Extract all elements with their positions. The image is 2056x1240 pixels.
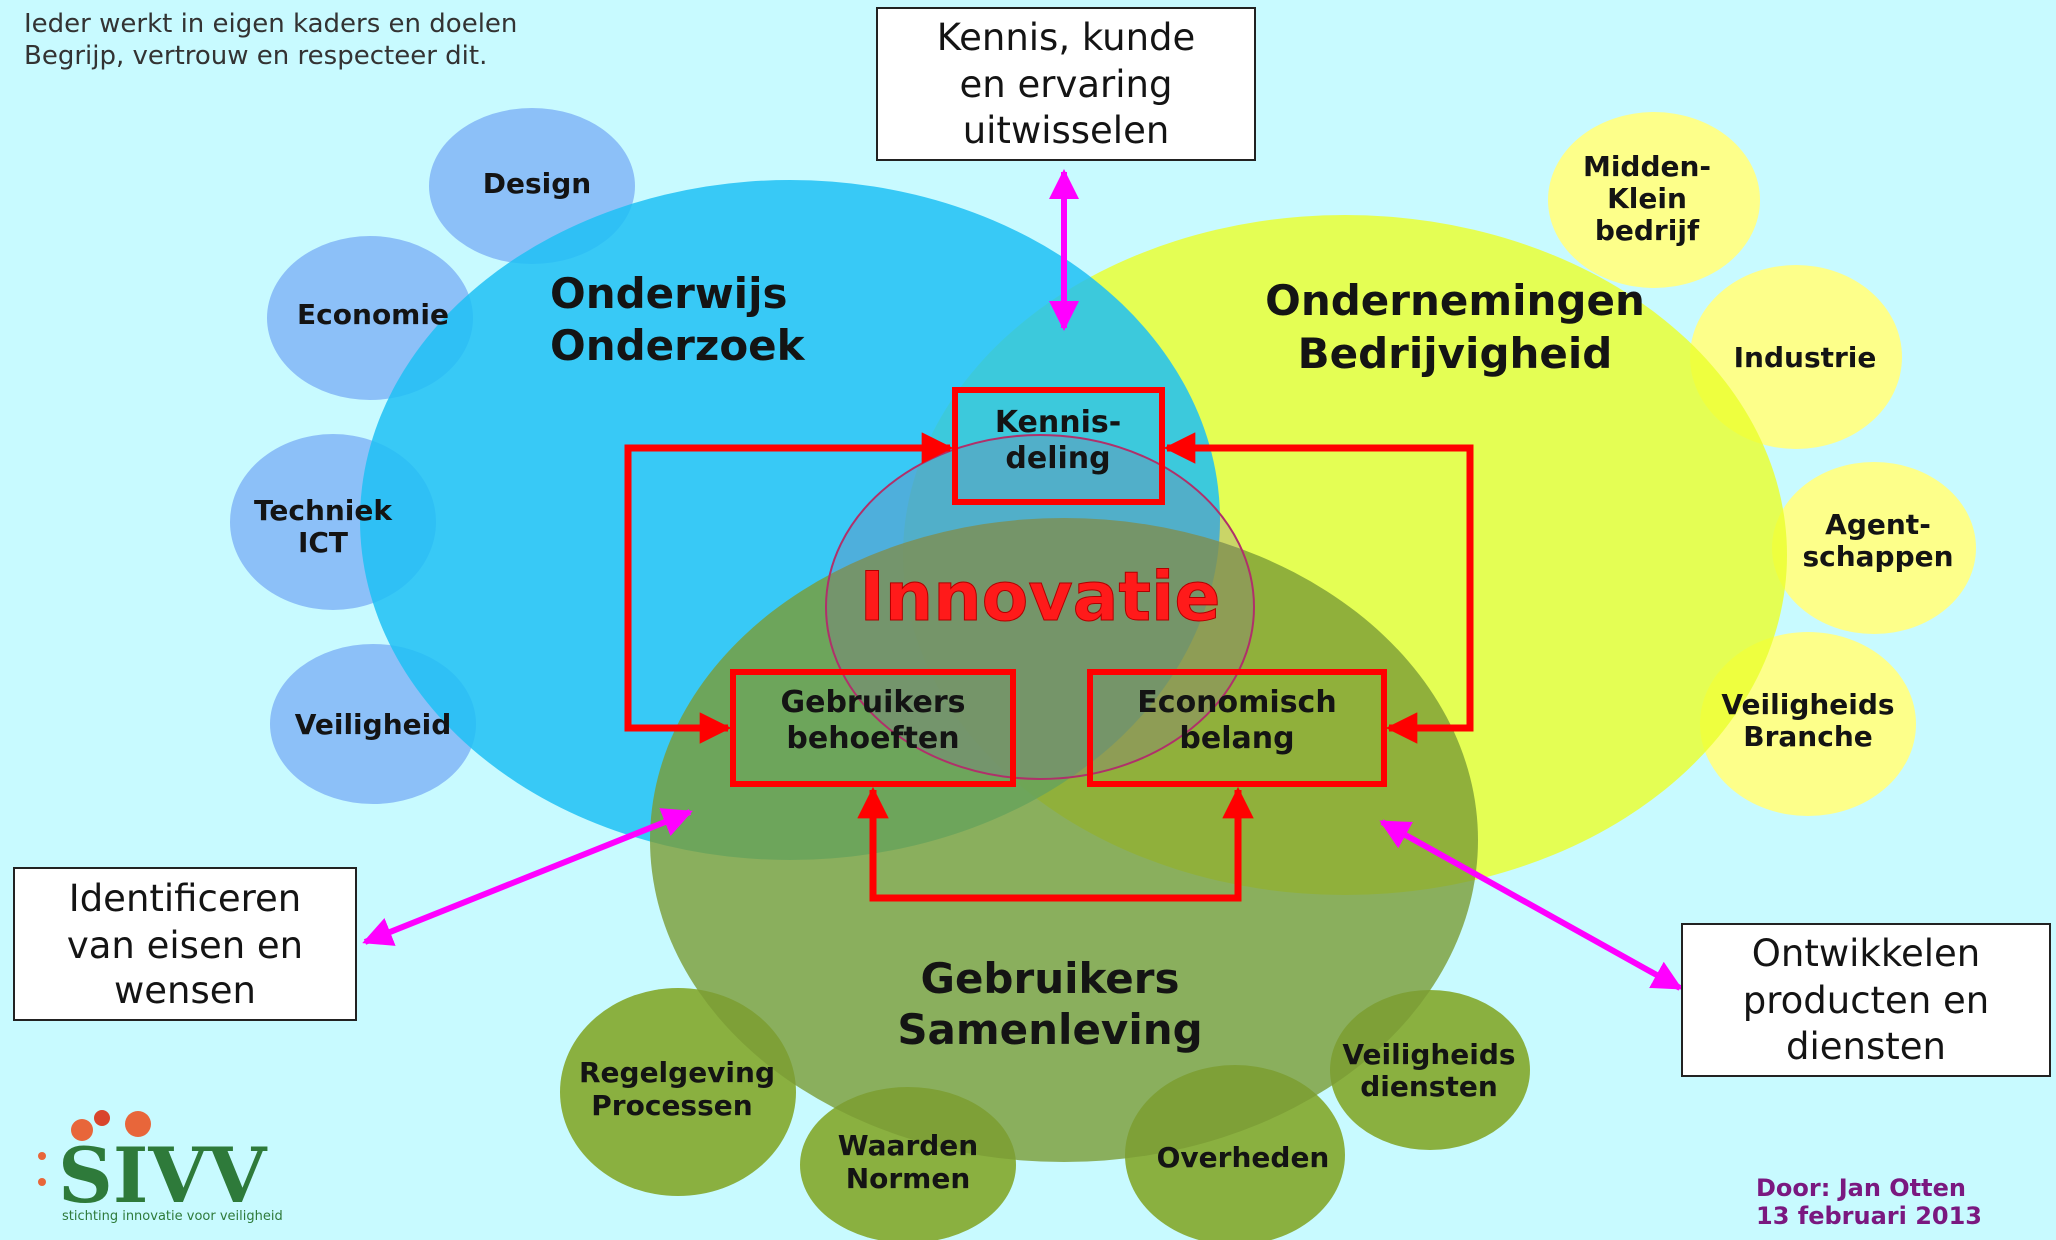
label-agent: Agent- — [1825, 508, 1931, 541]
arrow-left-callout — [362, 808, 693, 946]
callout-left-line1: Identificeren — [69, 877, 301, 920]
callout-right-line3: diensten — [1786, 1025, 1946, 1068]
callout-left-line3: wensen — [114, 969, 256, 1012]
label-veiligheids-branche-2: Branche — [1743, 720, 1873, 753]
label-design: Design — [483, 167, 591, 200]
callout-left: Identificeren van eisen en wensen — [13, 867, 357, 1021]
logo-dot-4 — [38, 1152, 46, 1160]
label-veiligheids-branche-1: Veiligheids — [1721, 688, 1894, 721]
box-gebruikers-line1: Gebruikers — [780, 685, 965, 720]
label-bedrijf: bedrijf — [1595, 214, 1700, 247]
sivv-logo: SIVV stichting innovatie voor veiligheid — [38, 1110, 283, 1224]
label-klein: Klein — [1607, 182, 1687, 215]
label-normen: Normen — [846, 1162, 971, 1195]
header-line-1: Ieder werkt in eigen kaders en doelen — [24, 9, 517, 39]
callout-right-line2: producten en — [1743, 979, 1990, 1022]
magenta-arrows — [362, 169, 1683, 991]
label-regelgeving: Regelgeving — [579, 1056, 775, 1089]
label-veiligheids-diensten-2: diensten — [1360, 1070, 1498, 1103]
box-gebruikers-line2: behoeften — [786, 721, 959, 756]
box-economisch-line2: belang — [1179, 721, 1294, 756]
domain-gebruikers-line1: Gebruikers — [920, 954, 1179, 1003]
footer-author: Door: Jan Otten — [1756, 1174, 1966, 1202]
label-schappen: schappen — [1802, 540, 1953, 573]
label-overheden: Overheden — [1157, 1141, 1330, 1174]
domain-ondernemingen-line2: Bedrijvigheid — [1298, 329, 1613, 378]
box-kennisdeling — [952, 387, 1165, 505]
box-gebruikers-behoeften — [730, 669, 1016, 787]
callout-left-line2: van eisen en — [67, 924, 303, 967]
label-veiligheids-diensten-1: Veiligheids — [1342, 1038, 1515, 1071]
innovatie-ellipse — [825, 434, 1255, 780]
callout-top-line1: Kennis, kunde — [937, 16, 1196, 59]
label-techniek: Techniek — [254, 494, 393, 527]
callout-right: Ontwikkelen producten en diensten — [1681, 923, 2051, 1077]
callout-top-line3: uitwisselen — [963, 109, 1170, 152]
domain-gebruikers-line2: Samenleving — [897, 1005, 1202, 1054]
box-economisch-line1: Economisch — [1137, 685, 1336, 720]
logo-dot-2 — [94, 1110, 110, 1126]
label-processen: Processen — [591, 1089, 752, 1122]
satellite-labels: Design Economie Techniek ICT Veiligheid … — [254, 150, 1954, 1195]
label-economie: Economie — [297, 298, 449, 331]
domain-ondernemingen-line1: Ondernemingen — [1265, 276, 1645, 325]
label-waarden: Waarden — [838, 1129, 978, 1162]
circle-gebruikers — [650, 518, 1478, 1162]
box-kennisdeling-line1: Kennis- — [995, 405, 1121, 440]
box-economisch-belang — [1087, 669, 1387, 787]
logo-text: SIVV — [58, 1131, 268, 1220]
satellite-regelgeving — [560, 988, 796, 1196]
logo-dot-1 — [71, 1119, 93, 1141]
logo-dot-5 — [38, 1178, 46, 1186]
logo-tagline: stichting innovatie voor veiligheid — [62, 1209, 283, 1224]
satellite-midden-klein — [1548, 112, 1760, 288]
satellite-agentschappen — [1772, 462, 1976, 634]
domain-onderwijs-line1: Onderwijs — [550, 269, 787, 318]
footer-date: 13 februari 2013 — [1756, 1202, 1982, 1230]
callout-top: Kennis, kunde en ervaring uitwisselen — [876, 7, 1256, 161]
label-veiligheid: Veiligheid — [295, 708, 452, 741]
callout-top-line2: en ervaring — [960, 63, 1173, 106]
innovatie-label: Innovatie — [860, 558, 1221, 637]
arrow-bottom-loop-right — [873, 786, 1254, 902]
label-midden: Midden- — [1583, 150, 1711, 183]
domain-onderwijs-line2: Onderzoek — [550, 321, 806, 370]
arrow-right-callout — [1379, 819, 1683, 991]
red-arrows — [624, 432, 1474, 902]
satellites-yellow — [1548, 112, 1976, 816]
logo-dot-3 — [125, 1111, 151, 1137]
label-ict: ICT — [298, 526, 348, 559]
box-kennisdeling-line2: deling — [1005, 441, 1110, 476]
header-line-2: Begrijp, vertrouw en respecteer dit. — [24, 41, 487, 71]
satellite-industrie — [1690, 265, 1902, 449]
callout-right-line1: Ontwikkelen — [1752, 932, 1980, 975]
label-industrie: Industrie — [1734, 341, 1877, 374]
